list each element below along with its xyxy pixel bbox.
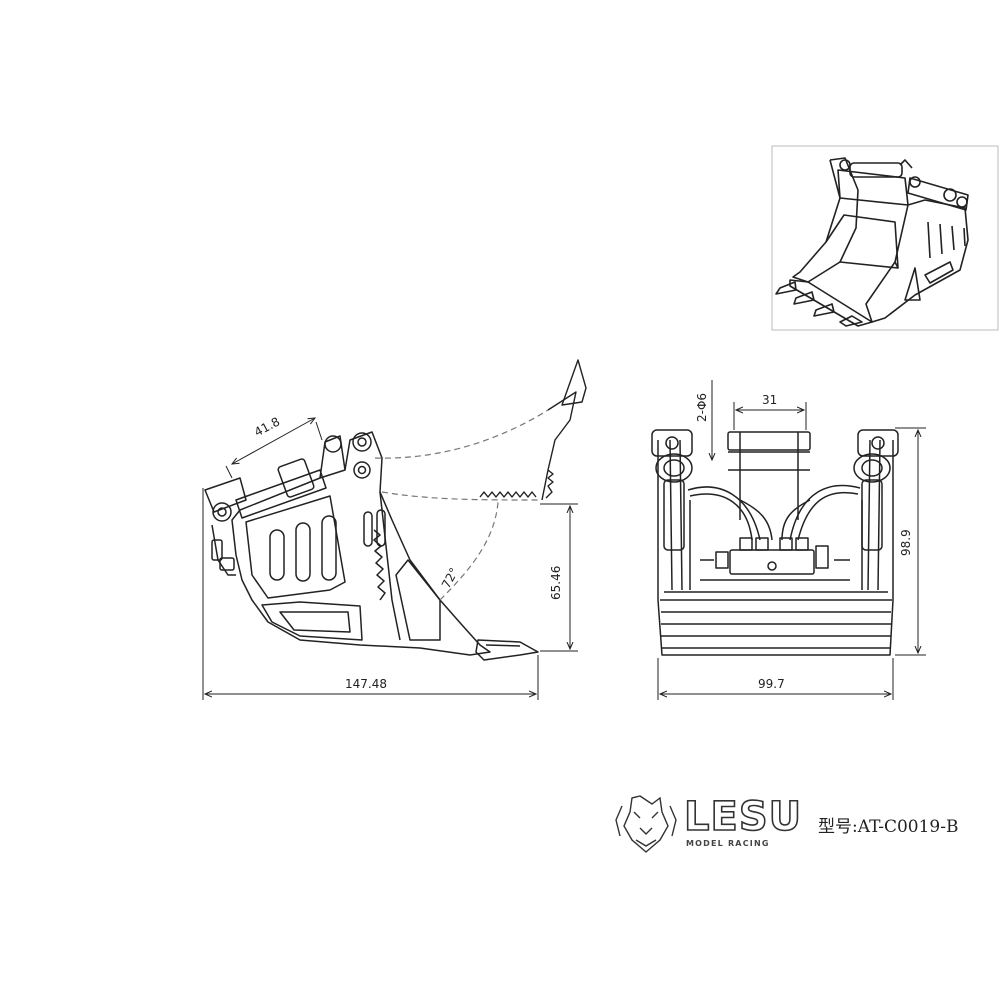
brand-logo-text: LESU [684, 794, 802, 840]
dim-side-top-width: 41.8 [252, 414, 282, 439]
dim-side-height: 65.46 [549, 566, 563, 600]
dim-side-length: 147.48 [345, 677, 387, 691]
side-view: 41.8 65.46 147.48 72° [202, 359, 587, 700]
model-number: 型号:AT-C0019-B [818, 817, 958, 837]
lion-logo-icon [615, 795, 677, 853]
dim-pin-spec: 2-Φ6 [695, 393, 709, 422]
dim-front-height: 98.9 [899, 529, 913, 556]
dim-front-width: 99.7 [758, 677, 785, 691]
dim-angle: 72° [439, 565, 461, 590]
brand-block: LESU MODEL RACING 型号:AT-C0019-B [615, 793, 958, 853]
perspective-view [771, 145, 999, 331]
front-view: 2-Φ6 31 98.9 99.7 [651, 380, 926, 700]
brand-logo-subtext: MODEL RACING [686, 839, 770, 848]
dim-front-inner-width: 31 [762, 393, 777, 407]
